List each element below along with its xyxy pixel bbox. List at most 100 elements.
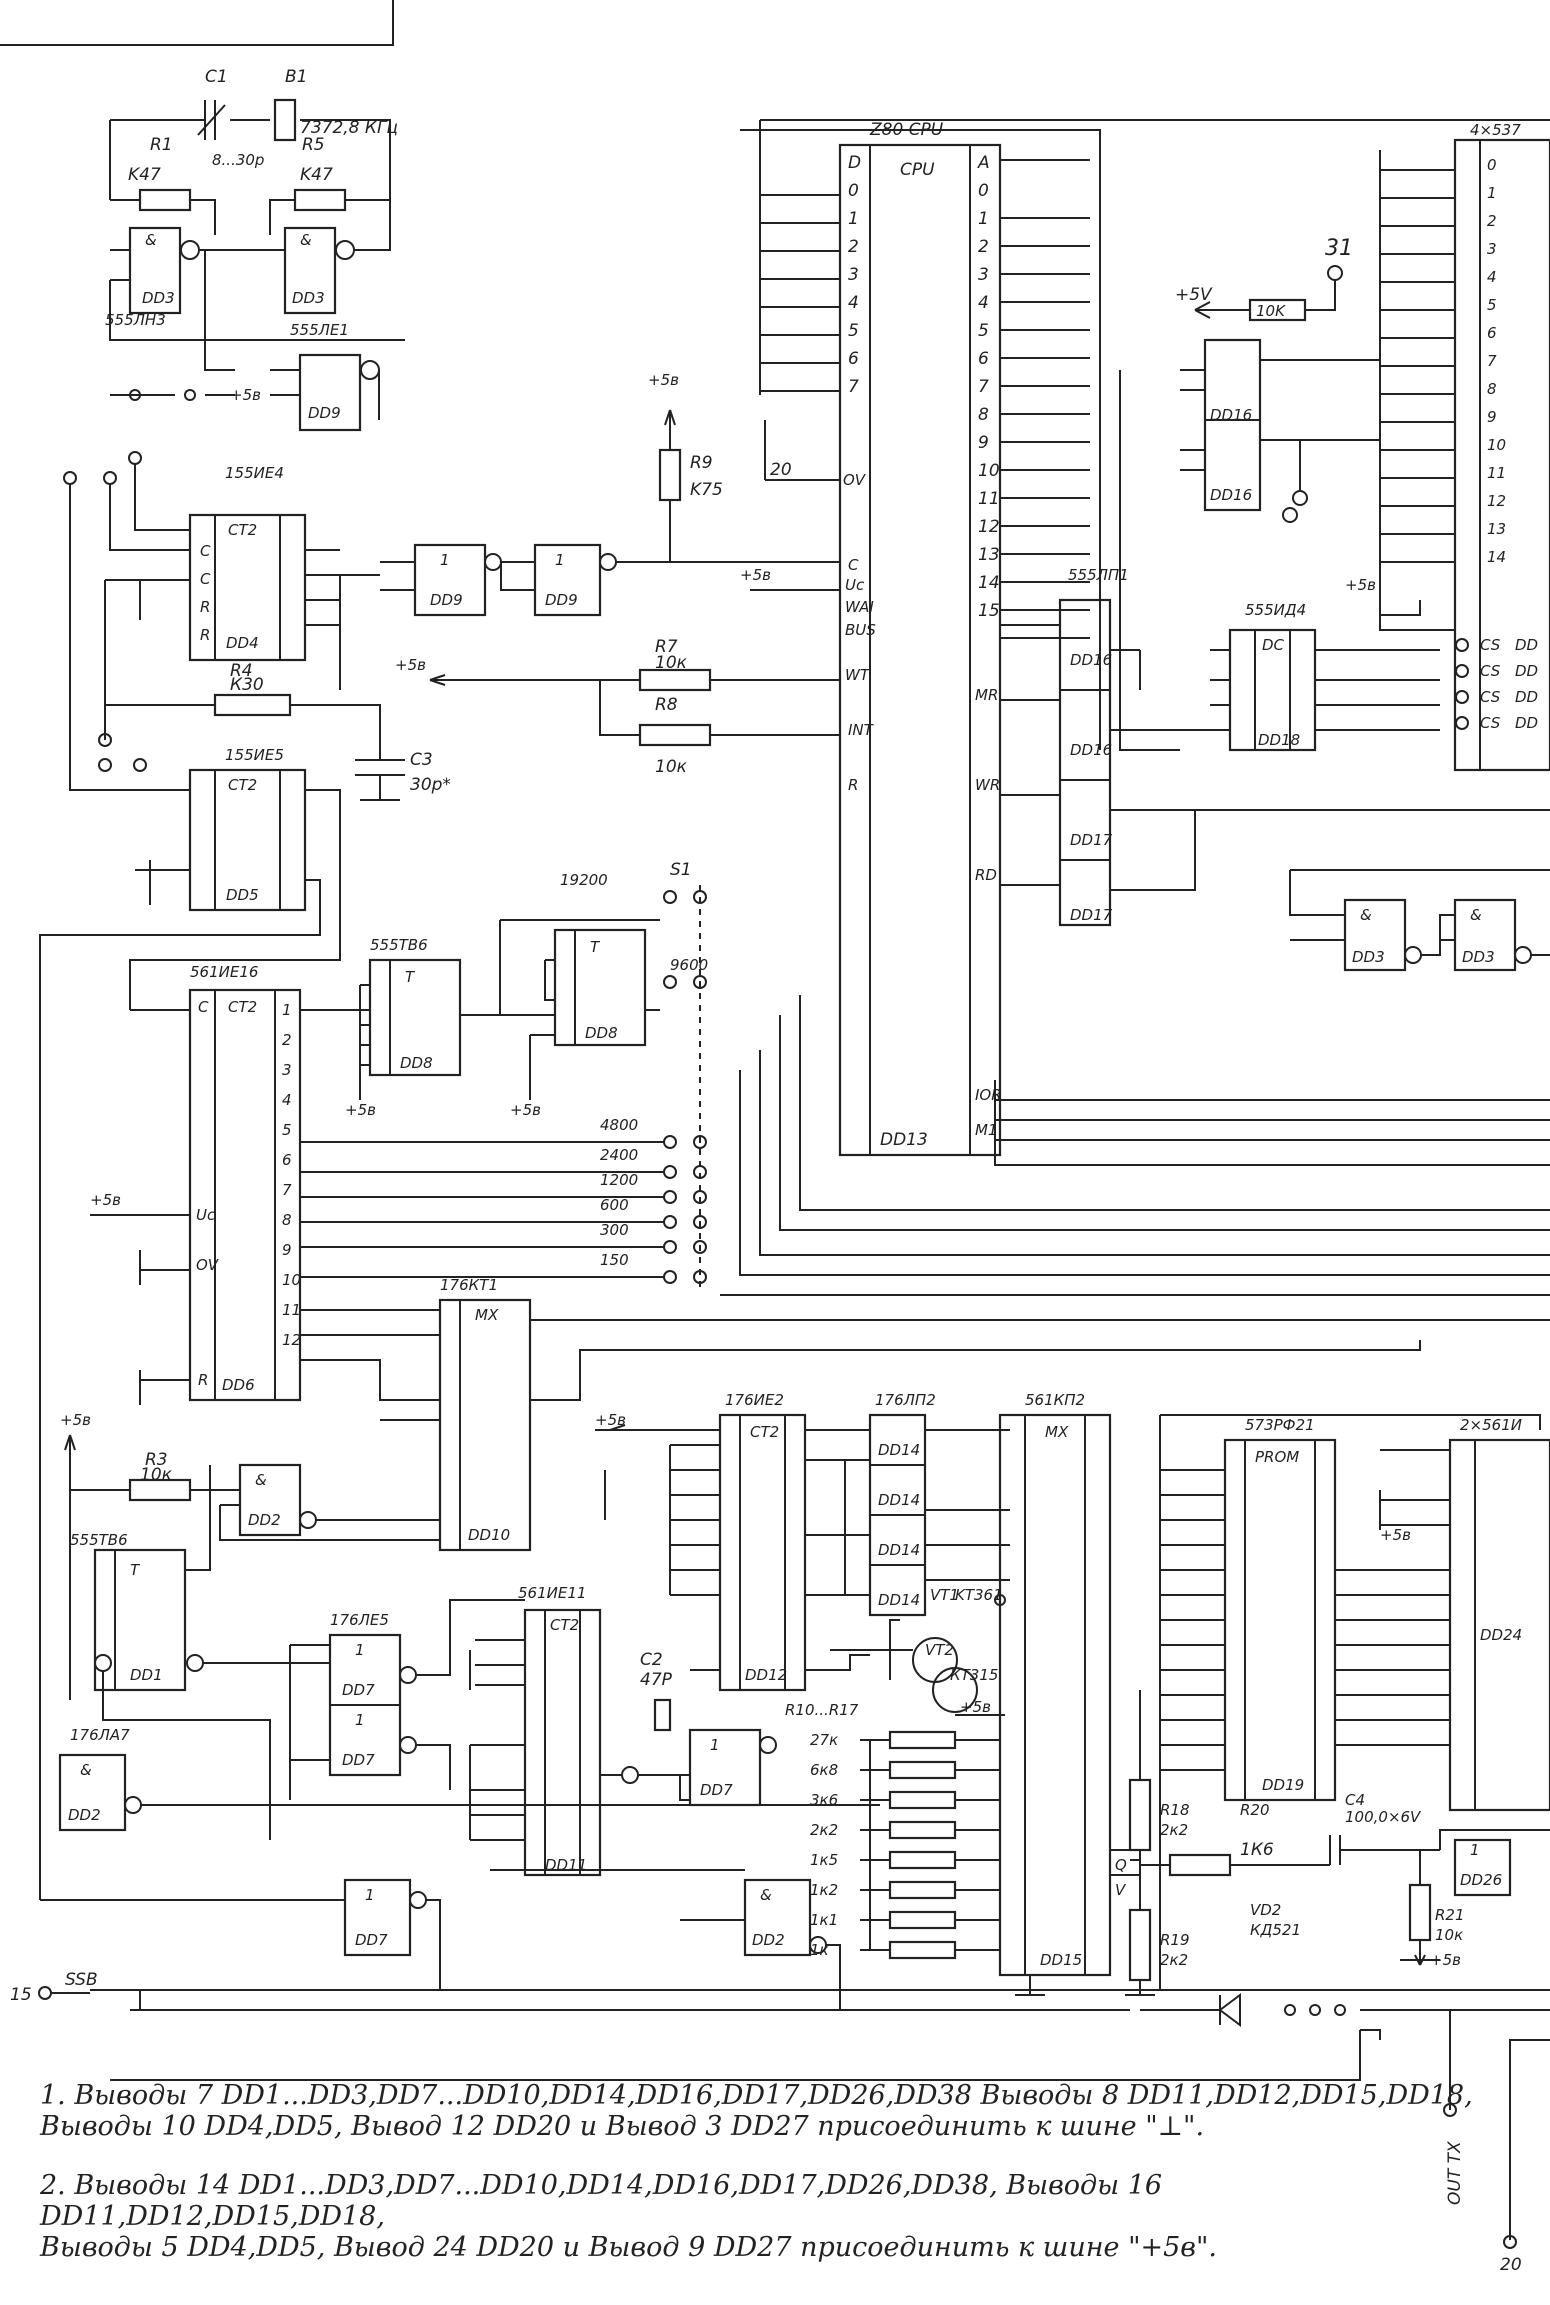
baud-contact[interactable] [693, 1165, 707, 1179]
cpu-control-pin: INT [848, 721, 875, 739]
dd15-type: 561КП2 [1025, 1391, 1085, 1409]
baud-contact[interactable] [693, 1270, 707, 1284]
baud-contact[interactable] [693, 1215, 707, 1229]
baud-rate-label: 19200 [560, 871, 608, 889]
dd2-c-label: DD2 [752, 1931, 785, 1949]
resistor-r20 [1168, 1853, 1232, 1877]
dd19-prom: PROM [1255, 1448, 1299, 1466]
cpu-address-pin: 15 [978, 601, 1000, 621]
vt1-type: KT361 [955, 1586, 1003, 1604]
cpu-address-pin: A [977, 153, 990, 173]
svg-text:C: C [198, 998, 209, 1016]
svg-text:+5в: +5в [595, 1411, 626, 1429]
counter-dd11: 561ИЕ11 CT2 DD11 C2 47P [469, 1584, 690, 1877]
dd16-b-label: DD16 [1070, 741, 1112, 759]
svg-text:&: & [1470, 906, 1482, 924]
prom-dd19: 573РФ21 PROM DD19 R18 2к2 R19 2к2 R20 1К… [1125, 1414, 1541, 2027]
counter-dd12 [718, 1413, 807, 1692]
svg-text:1: 1 [710, 1736, 720, 1754]
dd6-pin: 9 [282, 1241, 292, 1259]
cpu-data-pin: 1 [848, 209, 859, 229]
cpu-address-pin: 12 [978, 517, 1000, 537]
cpu-data-pin: 7 [848, 377, 859, 397]
cpu-address-pin: 3 [978, 265, 989, 285]
cpu-body [838, 143, 1002, 1157]
baud-contact[interactable] [663, 1135, 677, 1149]
r19-label: R19 [1160, 1931, 1190, 1949]
dd9b-label: DD9 [545, 591, 578, 609]
svg-text:1: 1 [355, 1711, 365, 1729]
ram-dd-label: DD [1515, 714, 1538, 732]
dd4-type: 155ИЕ4 [225, 464, 284, 482]
plus5-bottom: +5в [60, 1411, 91, 1429]
dd14-a-label: DD14 [878, 1441, 920, 1459]
baud-generator-block: 561ИЕ16 CT2 DD6 C Uc OV R +5в 1234567891… [90, 860, 708, 1405]
ram-address-pin: 7 [1487, 352, 1497, 370]
baud-contact[interactable] [663, 890, 677, 904]
baud-contact[interactable] [663, 1215, 677, 1229]
svg-text:+5в: +5в [395, 656, 426, 674]
dd14-c-label: DD14 [878, 1541, 920, 1559]
cpu-data-pin: 3 [848, 265, 859, 285]
cpu-address-pin: 5 [978, 321, 989, 341]
net-31-block: DD16 DD16 31 10K +5V [1119, 236, 1380, 751]
svg-text:+5в: +5в [740, 566, 771, 584]
gate-dd3-b [283, 226, 337, 315]
svg-text:&: & [255, 1471, 267, 1489]
c3-label: C3 [410, 750, 433, 770]
counter-dd4 [188, 513, 307, 662]
dd14-d-label: DD14 [878, 1591, 920, 1609]
baud-contact[interactable] [663, 975, 677, 989]
crystal-oscillator-block: C1 8...30p B1 7372,8 КГц R1 K47 R5 K47 &… [105, 67, 405, 432]
cpu-data-pin: 5 [848, 321, 859, 341]
baud-contact[interactable] [663, 1190, 677, 1204]
r5-label: R5 [302, 135, 325, 155]
dd24-type: 2×561И [1460, 1416, 1522, 1434]
dd2-b-label: DD2 [68, 1806, 101, 1824]
baud-contact[interactable] [663, 1270, 677, 1284]
baud-rate-label: 4800 [600, 1116, 638, 1134]
ram-address-pin: 10 [1487, 436, 1506, 454]
svg-text:&: & [80, 1761, 92, 1779]
svg-text:1: 1 [1470, 1841, 1480, 1859]
counter-dd6 [188, 988, 302, 1402]
resistor-r5 [293, 188, 347, 212]
r18-label: R18 [1160, 1801, 1190, 1819]
svg-text:+5в: +5в [960, 1698, 991, 1716]
counter-block: 155ИЕ4 CT2 DD4 C C R R R4 К30 C3 30p* 15… [39, 371, 840, 1900]
ladder-resistor-value: 1к2 [810, 1881, 838, 1899]
dd6-pin: 5 [282, 1121, 292, 1139]
r4-label: R4 [230, 661, 253, 681]
baud-contact[interactable] [693, 975, 707, 989]
resistor-r7 [638, 668, 712, 692]
ram-address-pin: 1 [1487, 184, 1497, 202]
ladder-resistor-value: 1к1 [810, 1911, 838, 1929]
baud-contact[interactable] [663, 1240, 677, 1254]
note-1: 1. Выводы 7 DD1...DD3,DD7...DD10,DD14,DD… [40, 2080, 1480, 2142]
baud-contact[interactable] [663, 1165, 677, 1179]
dd14-b-label: DD14 [878, 1491, 920, 1509]
dd24-block: 2×561И DD24 1 DD26 R21 10к +5в +5в [1379, 1416, 1550, 1969]
baud-contact[interactable] [693, 1135, 707, 1149]
plus5v-label: +5V [1175, 285, 1213, 305]
ladder-resistor-value: 1к [810, 1941, 829, 1959]
baud-contact[interactable] [693, 1190, 707, 1204]
cpu-address-pin: 11 [978, 489, 1000, 509]
baud-contact[interactable] [693, 890, 707, 904]
dd26-label: DD26 [1460, 1871, 1502, 1889]
ram-address-pin: 2 [1487, 212, 1497, 230]
baud-contact[interactable] [693, 1240, 707, 1254]
dd7-b-label: DD7 [342, 1751, 375, 1769]
mux-dd10-body [438, 1298, 532, 1552]
ram-cs-label: CS [1480, 714, 1501, 732]
b1-frequency: 7372,8 КГц [300, 118, 398, 138]
buffer-dd16-dd17 [1058, 598, 1112, 927]
cpu-control-pin: C [848, 556, 859, 574]
dd6-pin: 8 [282, 1211, 292, 1229]
ladder-resistor-value: 3к6 [810, 1791, 838, 1809]
ladder-resistor-value: 1к5 [810, 1851, 838, 1869]
ladder-resistor [888, 1910, 957, 1930]
